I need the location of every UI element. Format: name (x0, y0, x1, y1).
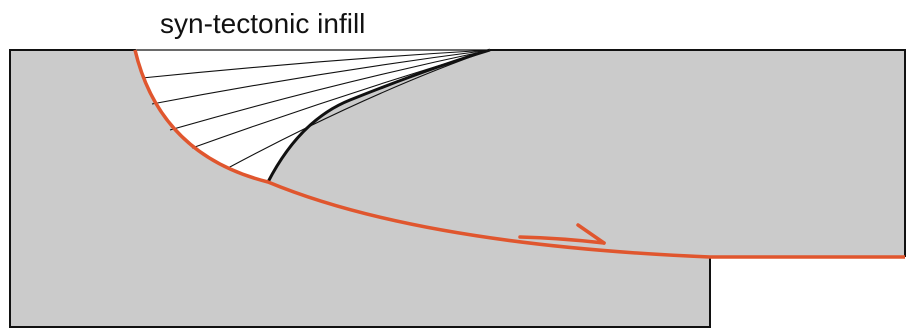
syn-tectonic-infill-label: syn-tectonic infill (160, 8, 365, 39)
